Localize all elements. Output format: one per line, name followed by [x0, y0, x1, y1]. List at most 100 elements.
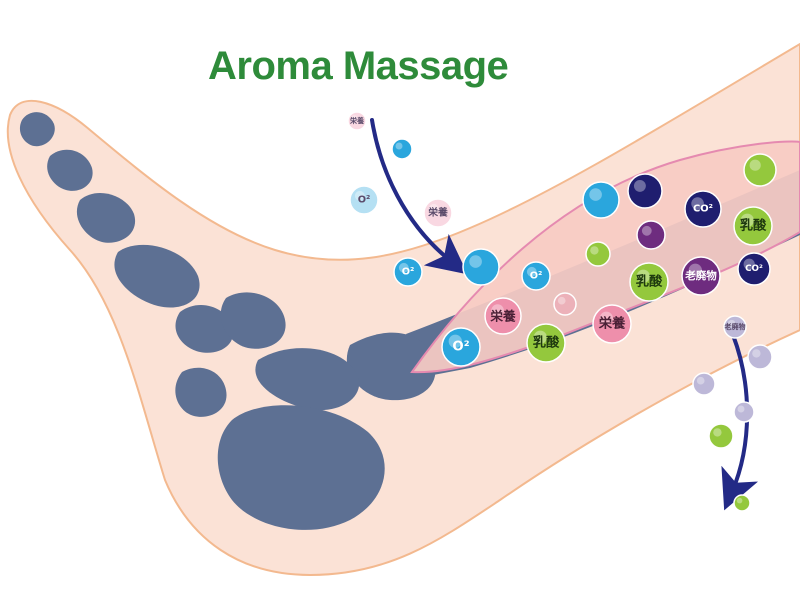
particle-highlight: [743, 258, 755, 270]
oxygen-particle: O²: [393, 257, 423, 287]
lactic-particle: [708, 423, 734, 449]
oxygen-particle-circle: [582, 181, 620, 219]
lactic-particle: 乳酸: [629, 262, 669, 302]
lactic-particle: [585, 241, 611, 267]
particle-highlight: [590, 246, 599, 255]
particle-highlight: [713, 428, 722, 437]
nutrient-particle-label: 栄養: [427, 206, 448, 219]
oxygen-particle: O²: [521, 261, 551, 291]
oxygen-particle: O²: [349, 185, 379, 215]
oxygen-particle: [462, 248, 500, 286]
particle-highlight: [749, 159, 761, 171]
inflow-arrow: [370, 118, 468, 275]
particle-highlight: [696, 376, 705, 385]
lactic-particle: 乳酸: [526, 323, 566, 363]
oxygen-particle-label: O²: [402, 267, 415, 278]
particle-highlight: [395, 142, 403, 150]
nutrient-particle-circle: [592, 304, 632, 344]
lactic-particle-label: 乳酸: [636, 273, 663, 290]
waste-particle-circle: [723, 315, 747, 339]
toe-bone-middle: [47, 149, 93, 191]
oxygen-particle: O²: [441, 327, 481, 367]
talus-bone: [255, 348, 360, 411]
nutrient-particle: 栄養: [423, 198, 453, 228]
oxygen-particle-circle: [441, 327, 481, 367]
particle-highlight: [641, 225, 652, 236]
lactic-particle-circle: [733, 206, 773, 246]
lactic-particle: [733, 494, 751, 512]
oxygen-particle-circle: [349, 185, 379, 215]
particle-highlight: [636, 269, 650, 283]
lactic-particle-circle: [585, 241, 611, 267]
lactic-particle-circle: [526, 323, 566, 363]
waste-particle-label: 老廃物: [684, 269, 717, 282]
particle-highlight: [752, 349, 761, 358]
particle-highlight: [398, 262, 409, 273]
lactic-particle-circle: [629, 262, 669, 302]
diagram-title: Aroma Massage: [208, 44, 509, 88]
particle-highlight: [526, 266, 537, 277]
co2-particle-circle: [627, 173, 663, 209]
co2-particle: CO²: [684, 190, 722, 228]
co2-particle-label: CO²: [693, 204, 713, 215]
nutrient-particle-circle: [347, 111, 367, 131]
lactic-particle-circle: [733, 494, 751, 512]
particle-highlight: [736, 497, 743, 504]
oxygen-particle: [582, 181, 620, 219]
oxygen-particle-circle: [521, 261, 551, 291]
waste-particle: [692, 372, 716, 396]
oxygen-particle-label: O²: [452, 340, 469, 355]
nutrient-particle-circle: [423, 198, 453, 228]
particle-highlight: [740, 213, 754, 227]
lactic-particle-label: 乳酸: [533, 334, 560, 351]
heel-bone: [217, 405, 385, 530]
nutrient-particle-label: 栄養: [489, 309, 516, 324]
co2-particle: [747, 344, 773, 370]
particle-highlight: [633, 179, 646, 192]
waste-particle-label: 老廃物: [724, 322, 746, 331]
particle-highlight: [491, 304, 504, 317]
particle-highlight: [688, 263, 702, 277]
oxygen-particle-circle: [393, 257, 423, 287]
oxygen-particle: [391, 138, 413, 160]
co2-particle: [733, 401, 755, 423]
particle-highlight: [737, 405, 745, 413]
nutrient-particle-label: 栄養: [598, 315, 626, 332]
waste-particle: 老廃物: [723, 315, 747, 339]
nutrient-particle-circle: [553, 292, 577, 316]
nutrient-particle: [553, 292, 577, 316]
particle-highlight: [599, 311, 613, 325]
nutrient-particle: 栄養: [592, 304, 632, 344]
lactic-particle: 乳酸: [733, 206, 773, 246]
particle-highlight: [354, 190, 365, 201]
cuboid-bone: [175, 367, 227, 417]
navicular-bone: [220, 292, 286, 349]
metatarsal-bone: [114, 244, 200, 308]
ankle-bone: [346, 332, 436, 401]
particle-highlight: [533, 330, 547, 344]
oxygen-particle-circle: [462, 248, 500, 286]
co2-particle-label: CO²: [745, 264, 763, 274]
waste-particle-circle: [636, 220, 666, 250]
co2-particle-circle: [747, 344, 773, 370]
nutrient-particle-circle: [484, 297, 522, 335]
co2-particle-circle: [684, 190, 722, 228]
particle-highlight: [691, 197, 704, 210]
particle-highlight: [448, 334, 462, 348]
lactic-particle-label: 乳酸: [740, 217, 767, 234]
nutrient-particle-label: 栄養: [349, 116, 364, 125]
oxygen-particle-circle: [391, 138, 413, 160]
co2-particle: [627, 173, 663, 209]
nutrient-particle: 栄養: [347, 111, 367, 131]
particle-highlight: [351, 115, 358, 122]
co2-particle-circle: [733, 401, 755, 423]
oxygen-particle-label: O²: [358, 195, 371, 206]
waste-particle-circle: [681, 256, 721, 296]
toe-bone-proximal: [76, 192, 136, 243]
particle-highlight: [469, 255, 482, 268]
cuneiform-bone: [175, 304, 234, 353]
leg-skin: [6, 42, 800, 577]
